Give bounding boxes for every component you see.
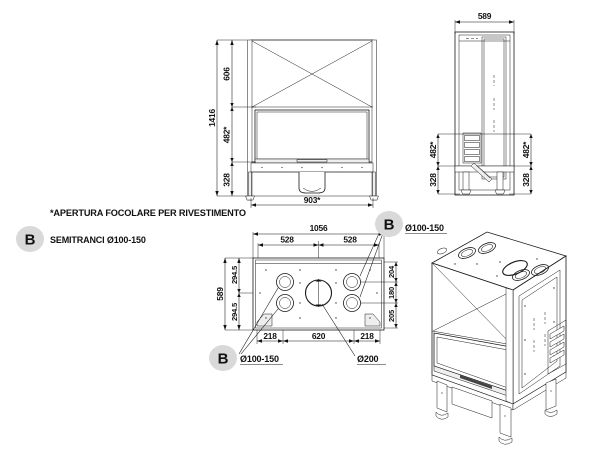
legend-block: *APERTURA FOCOLARE PER RIVESTIMENTO B SE…: [16, 208, 246, 252]
dim-plan-depth-chain: 294.5 294.5: [230, 258, 253, 330]
front-elevation: 1416 606 482* 328 903*: [207, 39, 379, 208]
dim-204: 204: [387, 265, 396, 278]
dim-218-right: 218: [360, 331, 374, 341]
dim-plan-total-width: 1056: [252, 223, 385, 258]
dim-side-depth: 589: [454, 11, 515, 34]
dim-589-plan: 589: [215, 287, 225, 301]
dim-plan-right-chain: 204 180 205: [361, 261, 398, 329]
legend-badge-text: SEMITRANCI Ø100-150: [50, 235, 146, 245]
dim-205: 205: [387, 309, 396, 322]
legend-badge-label: B: [25, 232, 36, 249]
dim-218-left: 218: [263, 331, 277, 341]
legend-note: *APERTURA FOCOLARE PER RIVESTIMENTO: [50, 208, 246, 218]
callout-bottom-left[interactable]: B Ø100-150: [209, 345, 283, 371]
flue-left-upper: [276, 273, 294, 291]
callout-badge-b-top: B: [384, 217, 395, 234]
dim-front-chain: 606 482* 328: [222, 40, 256, 196]
callout-label-top: Ø100-150: [405, 223, 444, 233]
dim-180: 180: [387, 287, 396, 299]
callout-label-bottom: Ø100-150: [240, 354, 279, 364]
dim-side-right-chain: 482* 328: [509, 133, 533, 195]
dim-620: 620: [312, 331, 326, 341]
dim-1056: 1056: [310, 223, 328, 233]
legend-badge-circle: [16, 226, 44, 252]
dim-plan-bottom-chain: 218 620 218: [256, 330, 381, 344]
callout-label-center: Ø200: [357, 354, 379, 364]
dim-589-side: 589: [478, 11, 492, 21]
flue-right-upper: [343, 273, 361, 291]
dim-482-side-right: 482*: [521, 141, 531, 158]
dim-1416: 1416: [207, 109, 217, 127]
flue-center: [304, 279, 333, 307]
callout-leader-center: [321, 303, 356, 357]
iso-grille: [547, 319, 567, 375]
flue-right-lower: [343, 294, 361, 312]
dim-2945-bottom: 294.5: [230, 302, 239, 321]
isometric-3d-view: [431, 231, 567, 445]
callout-badge-b-bottom: B: [218, 351, 229, 368]
side-elevation: 589 482* 328 482* 328: [428, 11, 533, 196]
callout-top-right[interactable]: B Ø100-150: [375, 211, 447, 237]
iso-legs: [435, 378, 558, 445]
flue-left-lower: [276, 294, 294, 312]
dim-528-right: 528: [343, 235, 357, 245]
dim-328-side-left: 328: [428, 173, 438, 187]
dim-2945-top: 294.5: [230, 265, 239, 284]
dim-328-front: 328: [222, 173, 232, 187]
dim-side-left-chain: 482* 328: [428, 133, 460, 195]
plan-top-view: 1056 528 528 589: [215, 223, 398, 357]
dim-606: 606: [222, 67, 232, 81]
callout-leaders-bottom: [238, 287, 279, 355]
dim-528-left: 528: [280, 235, 294, 245]
dim-plan-halves: 528 528: [257, 235, 380, 258]
callout-center-diameter: Ø200: [357, 354, 386, 365]
dim-328-side-right: 328: [521, 173, 531, 187]
iso-flue-openings: [437, 242, 549, 281]
dim-903: 903*: [304, 195, 321, 205]
dim-482-side-left: 482*: [428, 141, 438, 158]
dim-front-width: 903*: [250, 195, 374, 208]
dim-482-front: 482*: [222, 126, 232, 143]
callout-leaders-top: [359, 228, 384, 298]
side-grille: [462, 132, 482, 164]
